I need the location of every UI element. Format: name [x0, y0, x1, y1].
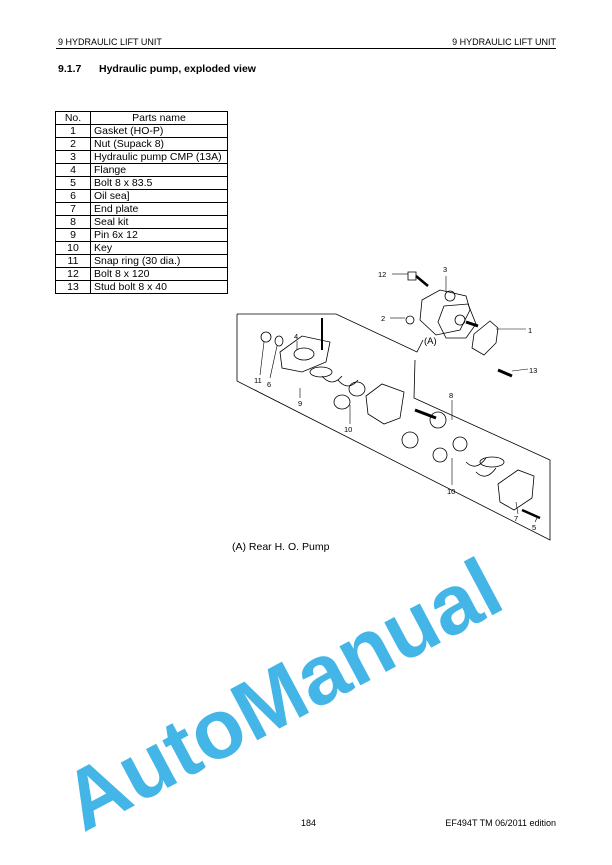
- edition-text: EF494T TM 06/2011 edition: [445, 818, 556, 828]
- gear-housing: [365, 383, 405, 425]
- bushing: [348, 381, 366, 397]
- diagram-frame-lower: [236, 314, 551, 541]
- diagram-caption: (A) Rear H. O. Pump: [232, 541, 330, 553]
- bushing: [452, 436, 468, 452]
- flange-4: [279, 335, 331, 373]
- oil-seal-6: [274, 335, 284, 347]
- callout-3: 3: [443, 265, 447, 274]
- gasket-1: [471, 320, 499, 356]
- flange-bore: [293, 347, 315, 361]
- header-right: 9 HYDRAULIC LIFT UNIT: [452, 37, 556, 47]
- driven-gear: [401, 431, 419, 449]
- snap-ring-11: [260, 331, 272, 343]
- leader-lines: [259, 273, 538, 523]
- callout-13: 13: [529, 366, 537, 375]
- page-number: 184: [301, 818, 317, 828]
- part-name: Nut (Supack 8): [90, 137, 228, 151]
- seal-half-ring: [321, 375, 359, 387]
- part-name: Oil sea]: [90, 189, 228, 203]
- bushing: [432, 447, 448, 463]
- end-plate-7: [497, 469, 535, 511]
- bolt-12: [407, 271, 429, 287]
- part-name: Stud bolt 8 x 40: [90, 280, 228, 294]
- seal-half-ring: [465, 457, 497, 477]
- callout-4: 4: [294, 332, 298, 341]
- callout-A: (A): [424, 336, 437, 347]
- callout-10a: 10: [344, 425, 352, 434]
- bushing: [333, 394, 351, 410]
- part-number: 13: [55, 280, 91, 294]
- header-left: 9 HYDRAULIC LIFT UNIT: [58, 37, 162, 47]
- section-title-text: Hydraulic pump, exploded view: [99, 63, 256, 75]
- callout-6: 6: [267, 380, 271, 389]
- callout-2: 2: [381, 314, 385, 323]
- callout-1: 1: [528, 326, 532, 335]
- callout-5: 5: [532, 523, 536, 532]
- o-ring: [309, 366, 333, 378]
- callout-7: 7: [514, 514, 518, 523]
- callout-12: 12: [378, 270, 386, 279]
- diagram-frame: [237, 313, 424, 353]
- part-name: Bolt 8 x 83.5: [90, 176, 228, 190]
- part-name: Hydraulic pump CMP (13A): [90, 150, 228, 164]
- part-name: Gasket (HO-P): [90, 124, 228, 138]
- callout-10b: 10: [447, 487, 455, 496]
- pump-body: [419, 289, 479, 339]
- bolt-5: [521, 508, 541, 520]
- part-name: End plate: [90, 202, 228, 216]
- section-number: 9.1.7: [58, 63, 82, 75]
- part-name: Flange: [90, 163, 228, 177]
- stud-bolt-13: [497, 368, 513, 378]
- nut-2: [405, 315, 415, 325]
- callout-11: 11: [254, 376, 262, 385]
- drive-gear: [414, 408, 447, 429]
- header-divider: [56, 48, 556, 49]
- callout-8: 8: [449, 391, 453, 400]
- callout-9: 9: [298, 399, 302, 408]
- o-ring: [479, 456, 505, 468]
- section-title: 9.1.7 Hydraulic pump, exploded view: [58, 63, 256, 75]
